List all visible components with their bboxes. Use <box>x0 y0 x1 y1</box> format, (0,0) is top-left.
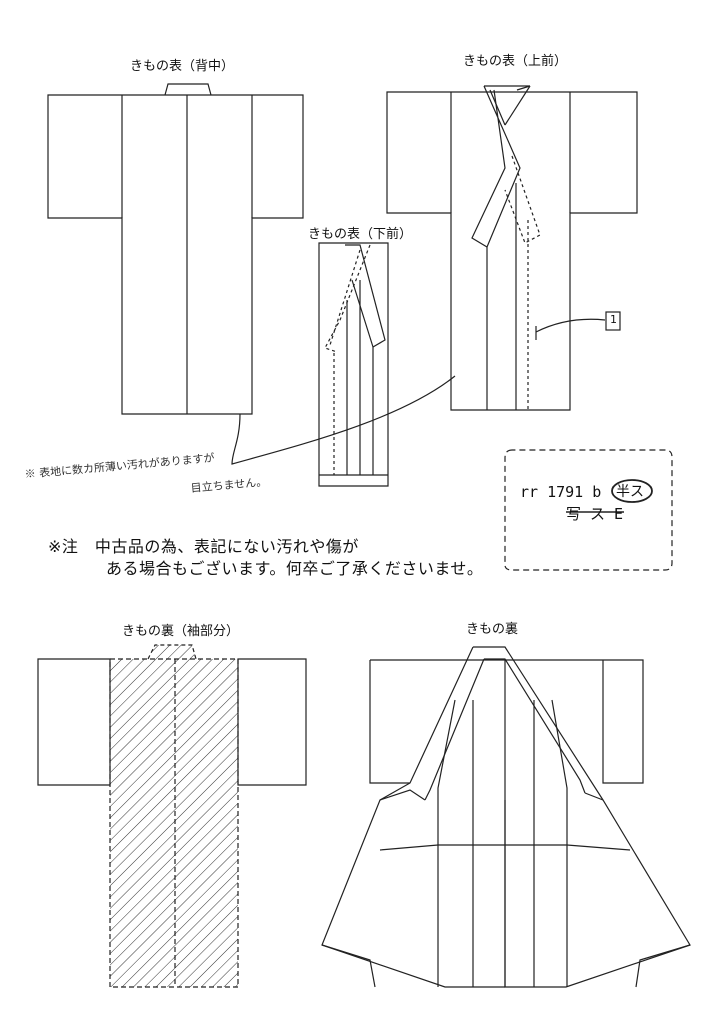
label-front-lower: きもの表（下前） <box>308 227 413 242</box>
kimono-front-upper-drawing <box>386 85 638 411</box>
stain-pointer <box>231 375 456 465</box>
stamp-box <box>504 449 673 571</box>
label-lining: きもの裏 <box>466 622 519 637</box>
stamp-circle-text: 半ス <box>616 484 644 500</box>
kimono-front-lower-drawing <box>318 242 389 487</box>
label-front-upper: きもの表（上前） <box>463 54 568 69</box>
notice-line2: ある場合もございます。何卒ご了承くださいませ。 <box>106 559 484 578</box>
label-lining-sleeve: きもの裏（袖部分） <box>122 624 240 639</box>
kimono-back-drawing <box>47 83 304 415</box>
kimono-lining-drawing <box>321 646 691 988</box>
stamp-code: rr 1791 b <box>520 483 602 501</box>
stamp-sub: 写 ス E <box>566 505 624 523</box>
kimono-lining-sleeve-drawing <box>37 644 307 988</box>
notice-line1: ※注 中古品の為、表記にない汚れや傷が <box>48 537 359 556</box>
label-back-outer: きもの表（背中） <box>130 59 235 74</box>
callout-marker: 1 <box>610 313 617 326</box>
